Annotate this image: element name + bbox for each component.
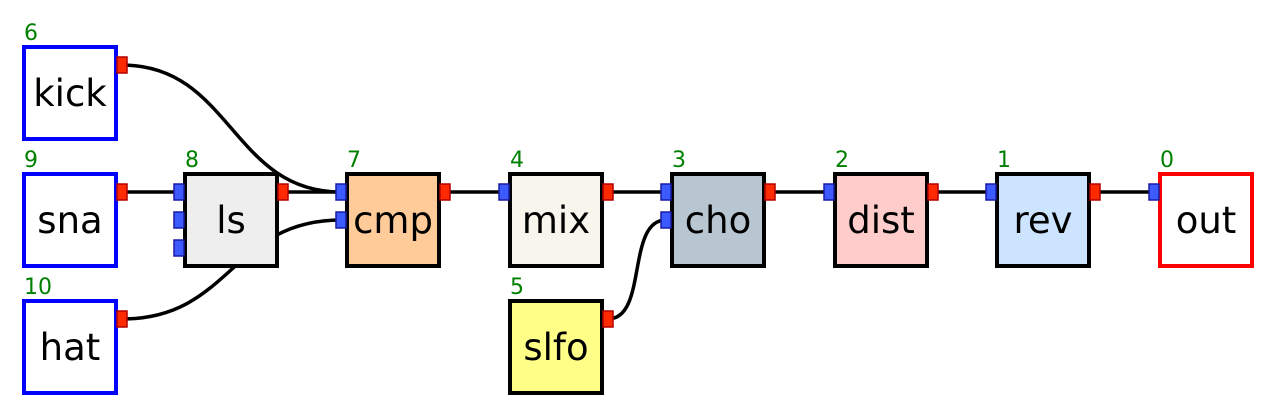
node-cho-box[interactable] (670, 172, 766, 268)
node-hat[interactable]: hat 10 (22, 275, 128, 395)
node-cmp-input-port-0[interactable] (335, 183, 347, 201)
node-cmp-output-port[interactable] (439, 183, 451, 201)
node-mix-output-port[interactable] (602, 183, 614, 201)
node-hat-index: 10 (24, 275, 52, 300)
node-rev[interactable]: rev 1 (985, 148, 1101, 268)
node-rev-label: rev (1013, 199, 1072, 242)
node-kick-output-port[interactable] (116, 56, 128, 74)
node-rev-index: 1 (997, 148, 1011, 173)
node-cho-input-port-1[interactable] (660, 211, 672, 229)
node-ls-input-port-2[interactable] (173, 239, 185, 257)
node-cho[interactable]: cho 3 (660, 148, 776, 268)
edge-6-to-7 (121, 63, 342, 194)
node-cho-index: 3 (672, 148, 686, 173)
node-slfo-label: slfo (523, 326, 588, 369)
node-dist-box[interactable] (833, 172, 929, 268)
node-slfo-index: 5 (510, 275, 524, 300)
node-out-label: out (1176, 199, 1237, 242)
node-slfo-output-port[interactable] (602, 310, 614, 328)
node-sna-index: 9 (24, 148, 38, 173)
node-ls[interactable]: ls 8 (173, 148, 289, 268)
node-mix-index: 4 (510, 148, 524, 173)
node-ls-index: 8 (185, 148, 199, 173)
node-kick-index: 6 (24, 21, 38, 46)
node-rev-box[interactable] (995, 172, 1091, 268)
edge-10-to-7 (121, 218, 342, 321)
node-rev-input-port-0[interactable] (985, 183, 997, 201)
node-mix[interactable]: mix 4 (498, 148, 614, 268)
node-cmp-label: cmp (353, 199, 433, 242)
node-cho-label: cho (685, 199, 751, 242)
node-slfo-box[interactable] (508, 299, 604, 395)
node-rev-output-port[interactable] (1089, 183, 1101, 201)
node-out-input-port-0[interactable] (1148, 183, 1160, 201)
node-cmp-index: 7 (347, 148, 361, 173)
nodes-layer: kick6sna9hat10ls8cmp7mix4slfo5cho3dist2r… (22, 21, 1254, 395)
node-sna[interactable]: sna 9 (22, 148, 128, 268)
node-ls-box[interactable] (183, 172, 279, 268)
node-kick-label: kick (33, 72, 107, 115)
node-dist-output-port[interactable] (927, 183, 939, 201)
node-kick[interactable]: kick 6 (22, 21, 128, 141)
node-kick-box[interactable] (22, 45, 118, 141)
node-hat-label: hat (40, 326, 101, 369)
node-mix-box[interactable] (508, 172, 604, 268)
node-ls-label: ls (216, 199, 246, 242)
node-dist-input-port-0[interactable] (823, 183, 835, 201)
node-cmp-box[interactable] (345, 172, 441, 268)
node-sna-output-port[interactable] (116, 183, 128, 201)
node-cmp-input-port-1[interactable] (335, 211, 347, 229)
node-hat-output-port[interactable] (116, 310, 128, 328)
node-sna-label: sna (37, 199, 102, 242)
node-ls-input-port-0[interactable] (173, 183, 185, 201)
node-cho-output-port[interactable] (764, 183, 776, 201)
node-cmp[interactable]: cmp 7 (335, 148, 451, 268)
node-slfo[interactable]: slfo 5 (508, 275, 614, 395)
node-ls-input-port-1[interactable] (173, 211, 185, 229)
node-dist[interactable]: dist 2 (823, 148, 939, 268)
edge-5-to-3 (607, 218, 667, 321)
node-ls-output-port[interactable] (277, 183, 289, 201)
node-dist-label: dist (847, 199, 915, 242)
node-mix-input-port-0[interactable] (498, 183, 510, 201)
node-cho-input-port-0[interactable] (660, 183, 672, 201)
node-out-box[interactable] (1158, 172, 1254, 268)
node-out[interactable]: out 0 (1148, 148, 1254, 268)
node-sna-box[interactable] (22, 172, 118, 268)
node-mix-label: mix (522, 199, 590, 242)
node-dist-index: 2 (835, 148, 849, 173)
edges-layer (121, 63, 1154, 321)
node-hat-box[interactable] (22, 299, 118, 395)
node-out-index: 0 (1160, 148, 1174, 173)
